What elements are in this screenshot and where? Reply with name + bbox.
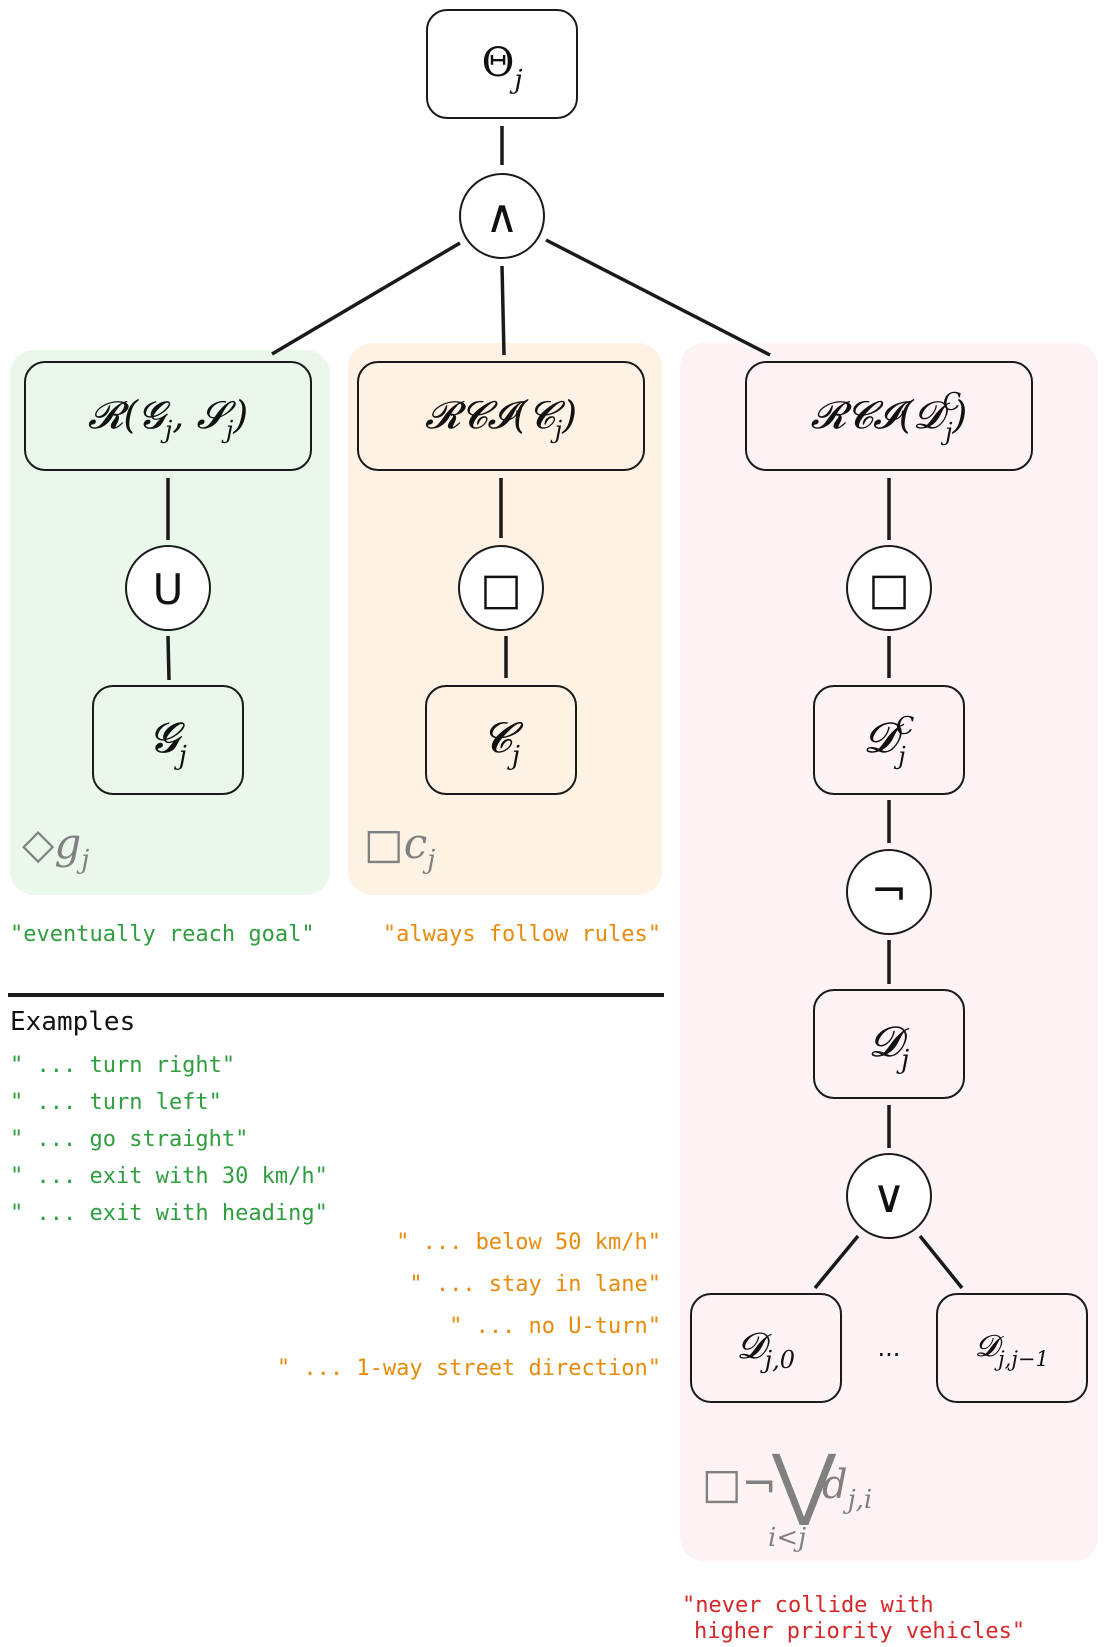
edge-or-dj0 <box>813 1234 860 1290</box>
box-c-label: □ <box>480 564 522 615</box>
rci-d-node <box>745 361 1033 471</box>
green-example-3: " ... exit with 30 km/h" <box>10 1164 328 1189</box>
orange-example-2: " ... no U-turn" <box>449 1314 661 1339</box>
red-formula: □¬ ⋁ dj,i i<j <box>702 1439 872 1553</box>
box-c-node <box>458 545 544 631</box>
edges <box>166 126 964 1290</box>
edge-until-goal <box>166 635 171 681</box>
ellipsis-label: ... <box>878 1334 901 1362</box>
goal-node <box>92 685 244 795</box>
orange-examples: " ... below 50 km/h" " ... stay in lane" "… <box>277 1230 661 1381</box>
or-node <box>846 1153 932 1239</box>
edge-or-djj1 <box>918 1234 964 1290</box>
circle-nodes <box>125 173 932 1239</box>
rci-c-label: 𝓡𝓒𝓘(𝓒j) <box>425 393 577 444</box>
or-label: ∨ <box>872 1169 906 1223</box>
djj1-label: 𝓓j,j−1 <box>975 1329 1049 1371</box>
djj1-node <box>936 1293 1088 1403</box>
red-formula-op: □¬ <box>702 1459 777 1508</box>
green-example-0: " ... turn right" <box>10 1053 235 1078</box>
constraint-node <box>425 685 577 795</box>
goal-label: 𝓖j <box>149 713 187 771</box>
until-node <box>125 545 211 631</box>
edge-and-rci-d <box>545 238 771 357</box>
red-caption-line1: "never collide with <box>682 1593 934 1618</box>
examples-title: Examples <box>10 1007 135 1037</box>
green-examples: " ... turn right" " ... turn left" " ... g… <box>10 1053 328 1226</box>
orange-example-3: " ... 1-way street direction" <box>277 1356 661 1381</box>
green-example-4: " ... exit with heading" <box>10 1201 328 1226</box>
dj-node <box>813 989 965 1099</box>
green-caption: "eventually reach goal" <box>10 922 315 947</box>
neg-node <box>846 849 932 935</box>
red-caption-line2: higher priority vehicles" <box>694 1619 1025 1644</box>
dj0-label: 𝓓j,0 <box>737 1326 795 1374</box>
red-formula-bigop: ⋁ <box>771 1439 837 1529</box>
red-formula-under: i<j <box>768 1523 806 1553</box>
orange-formula: □cj <box>364 819 435 875</box>
and-label: ∧ <box>485 189 519 243</box>
orange-example-0: " ... below 50 km/h" <box>396 1230 661 1255</box>
and-node <box>459 173 545 259</box>
neg-label: ¬ <box>871 866 908 917</box>
rect-nodes <box>24 9 1088 1403</box>
green-example-1: " ... turn left" <box>10 1090 222 1115</box>
box-d-label: □ <box>868 564 910 615</box>
dc-node <box>813 685 965 795</box>
reach-node <box>24 361 312 471</box>
until-label: U <box>153 565 184 614</box>
edge-and-rci-c <box>500 265 506 356</box>
box-d-node <box>846 545 932 631</box>
red-formula-var: dj,i <box>822 1462 872 1515</box>
dj0-node <box>690 1293 842 1403</box>
orange-example-1: " ... stay in lane" <box>409 1272 661 1297</box>
theta-node <box>426 9 578 119</box>
green-example-2: " ... go straight" <box>10 1127 248 1152</box>
orange-caption: "always follow rules" <box>383 922 661 947</box>
edge-and-reach <box>271 241 461 356</box>
rci-c-node <box>357 361 645 471</box>
green-formula: ◇gj <box>22 819 89 875</box>
